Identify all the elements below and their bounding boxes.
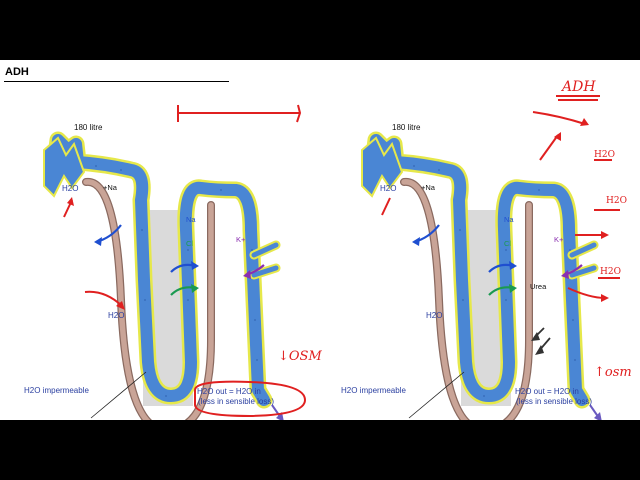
right-na-label: Na [504,215,514,224]
right-red-arrow-4 [382,198,390,215]
right-balance-line2: (less in sensible loss) [516,397,592,406]
right-reabsorbed-water-2: H2O [606,196,627,206]
right-reabsorbed-water-3: H2O [600,267,621,277]
left-cl-label: Cl [186,239,193,248]
left-balance-line2: (less in sensible loss) [198,397,274,406]
right-urea-label: Urea [530,282,547,291]
nephron-diagram: 180 litre H2O +Na H2O Na Cl K+ H2O imper… [0,60,640,420]
right-handwritten-note: ↑osm [594,365,632,380]
left-panel [44,138,284,420]
right-descending-water: H2O [426,311,442,320]
right-k-label: K+ [554,235,564,244]
slide: ADH [0,60,640,420]
left-red-arrow-2 [85,292,122,306]
right-reabsorbed-water-1: H2O [594,150,615,160]
right-panel [362,138,602,420]
left-k-label: K+ [236,235,246,244]
left-sodium-label: +Na [103,183,118,192]
left-descending-water: H2O [108,311,124,320]
left-impermeable-label: H2O impermeable [24,386,89,395]
right-sodium-label: +Na [421,183,436,192]
left-balance-line1: H2O out = H2O in [197,387,261,396]
right-red-arrow-1 [540,135,558,160]
left-filtrate-water: H2O [62,184,78,193]
right-cl-label: Cl [504,239,511,248]
left-handwritten-note: ↓OSM [278,349,322,364]
adh-arrow [533,112,585,124]
left-na-label: Na [186,215,196,224]
left-volume-label: 180 litre [74,123,103,132]
right-hormone-note: ADH [560,79,596,95]
right-volume-label: 180 litre [392,123,421,132]
right-balance-line1: H2O out = H2O in [515,387,579,396]
right-impermeable-label: H2O impermeable [341,386,406,395]
right-filtrate-water: H2O [380,184,396,193]
